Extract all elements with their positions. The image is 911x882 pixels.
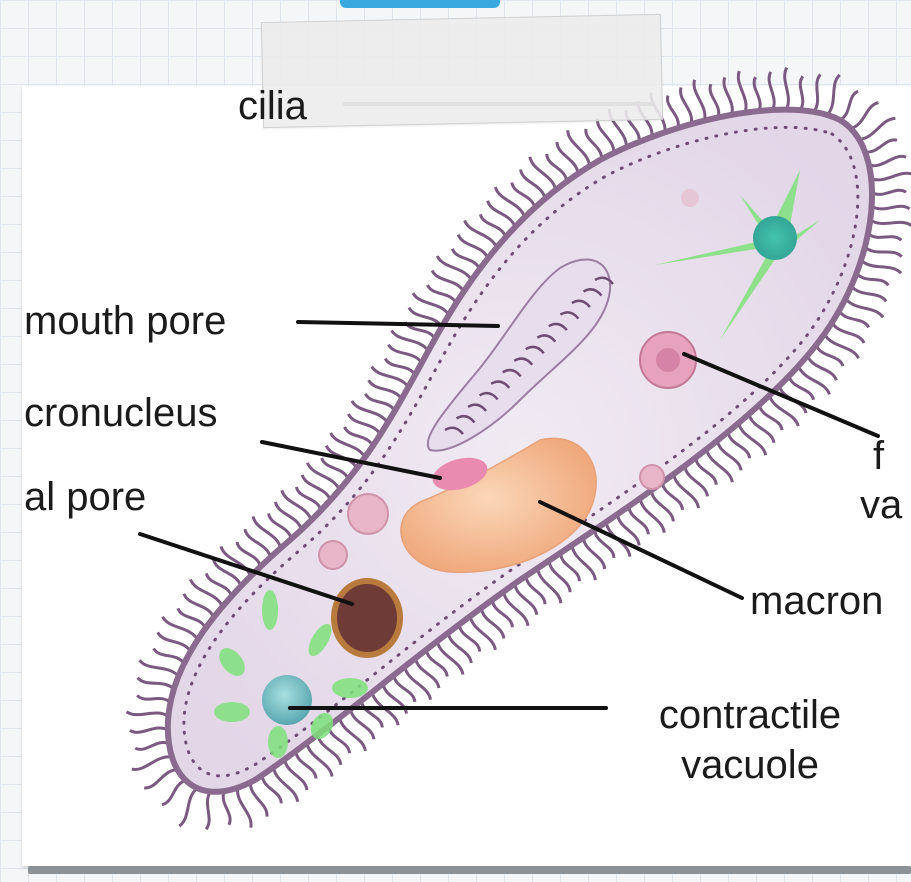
cilium: [452, 249, 479, 269]
cilium: [586, 129, 602, 159]
cilium: [785, 68, 789, 110]
cilium: [372, 367, 409, 387]
cilium: [851, 103, 879, 129]
cilium: [137, 695, 170, 702]
cilium: [769, 72, 774, 110]
food-vacuole-small: [348, 494, 388, 534]
cilium: [754, 77, 760, 111]
cilium: [163, 617, 198, 640]
cilium: [865, 140, 897, 152]
cilium: [365, 394, 394, 411]
cilium: [869, 156, 906, 165]
cilium: [432, 270, 464, 291]
cilium: [144, 770, 177, 788]
label-contractile-vacuole-line1: contractile: [630, 692, 870, 739]
cilium: [840, 91, 858, 120]
cilium: [851, 286, 886, 301]
cilium: [127, 712, 169, 716]
cilium: [800, 76, 803, 110]
label-cilia-text: cilia: [238, 84, 307, 128]
cilium: [871, 173, 911, 180]
tape-strip: [261, 14, 663, 128]
label-mouth-pore: mouth pore: [24, 298, 226, 345]
cilium: [250, 782, 267, 816]
cilium: [427, 285, 456, 303]
cilium: [392, 331, 429, 351]
label-macronucleus: macron: [750, 578, 883, 625]
cilium: [488, 201, 515, 227]
cilium: [868, 234, 901, 241]
cilium: [138, 678, 174, 689]
cilium: [816, 345, 843, 366]
cilium: [369, 380, 402, 399]
cilium: [178, 608, 206, 628]
cilium: [388, 345, 421, 363]
cilium: [667, 96, 678, 128]
food-vacuole-small: [319, 541, 347, 569]
cilium: [857, 273, 889, 285]
leader-line-macronucleus: [540, 502, 742, 598]
cilium: [154, 648, 184, 663]
cilium: [861, 260, 901, 273]
label-cilia: cilia: [238, 83, 307, 130]
cilium: [162, 781, 186, 805]
cilium: [710, 84, 719, 117]
cilium: [458, 235, 488, 259]
cilium: [480, 214, 505, 237]
cilium: [738, 71, 746, 113]
food-vacuole-small: [640, 465, 664, 489]
cilium: [238, 788, 252, 828]
label-micronucleus: cronucleus: [24, 390, 217, 437]
label-anal-pore: al pore: [24, 474, 146, 521]
cilium: [158, 632, 191, 651]
label-contractile-vacuole-line2: vacuole: [630, 742, 870, 789]
cilium: [130, 728, 168, 732]
cilium: [345, 427, 373, 446]
cilium: [140, 660, 179, 676]
food-vacuole-core: [656, 348, 680, 372]
cilium: [413, 293, 449, 315]
cilium: [385, 359, 415, 375]
label-food-vacuole-line2: va: [860, 482, 902, 529]
cilium: [206, 573, 231, 596]
cilium: [135, 742, 169, 749]
cilium: [184, 594, 214, 618]
cilium: [348, 414, 380, 434]
cilium: [872, 190, 906, 194]
cilium: [814, 74, 821, 111]
cilium: [846, 298, 884, 317]
cilium: [865, 247, 902, 257]
anal-pore: [334, 581, 400, 655]
cilium: [870, 220, 911, 226]
cilium: [681, 87, 692, 124]
cilium: [859, 118, 895, 139]
cilium: [872, 206, 910, 209]
cilium: [132, 757, 172, 770]
cilium: [807, 356, 836, 381]
cilium: [206, 792, 210, 830]
label-food-vacuole-line1: f: [873, 433, 884, 480]
cilium: [223, 791, 230, 825]
cilium: [832, 323, 864, 343]
cilium: [839, 311, 869, 328]
food-vacuole-small: [681, 189, 699, 207]
cilium: [827, 75, 839, 115]
cilium: [724, 77, 732, 114]
cilium: [179, 788, 197, 826]
cilium: [694, 80, 705, 121]
cilium: [597, 119, 613, 153]
